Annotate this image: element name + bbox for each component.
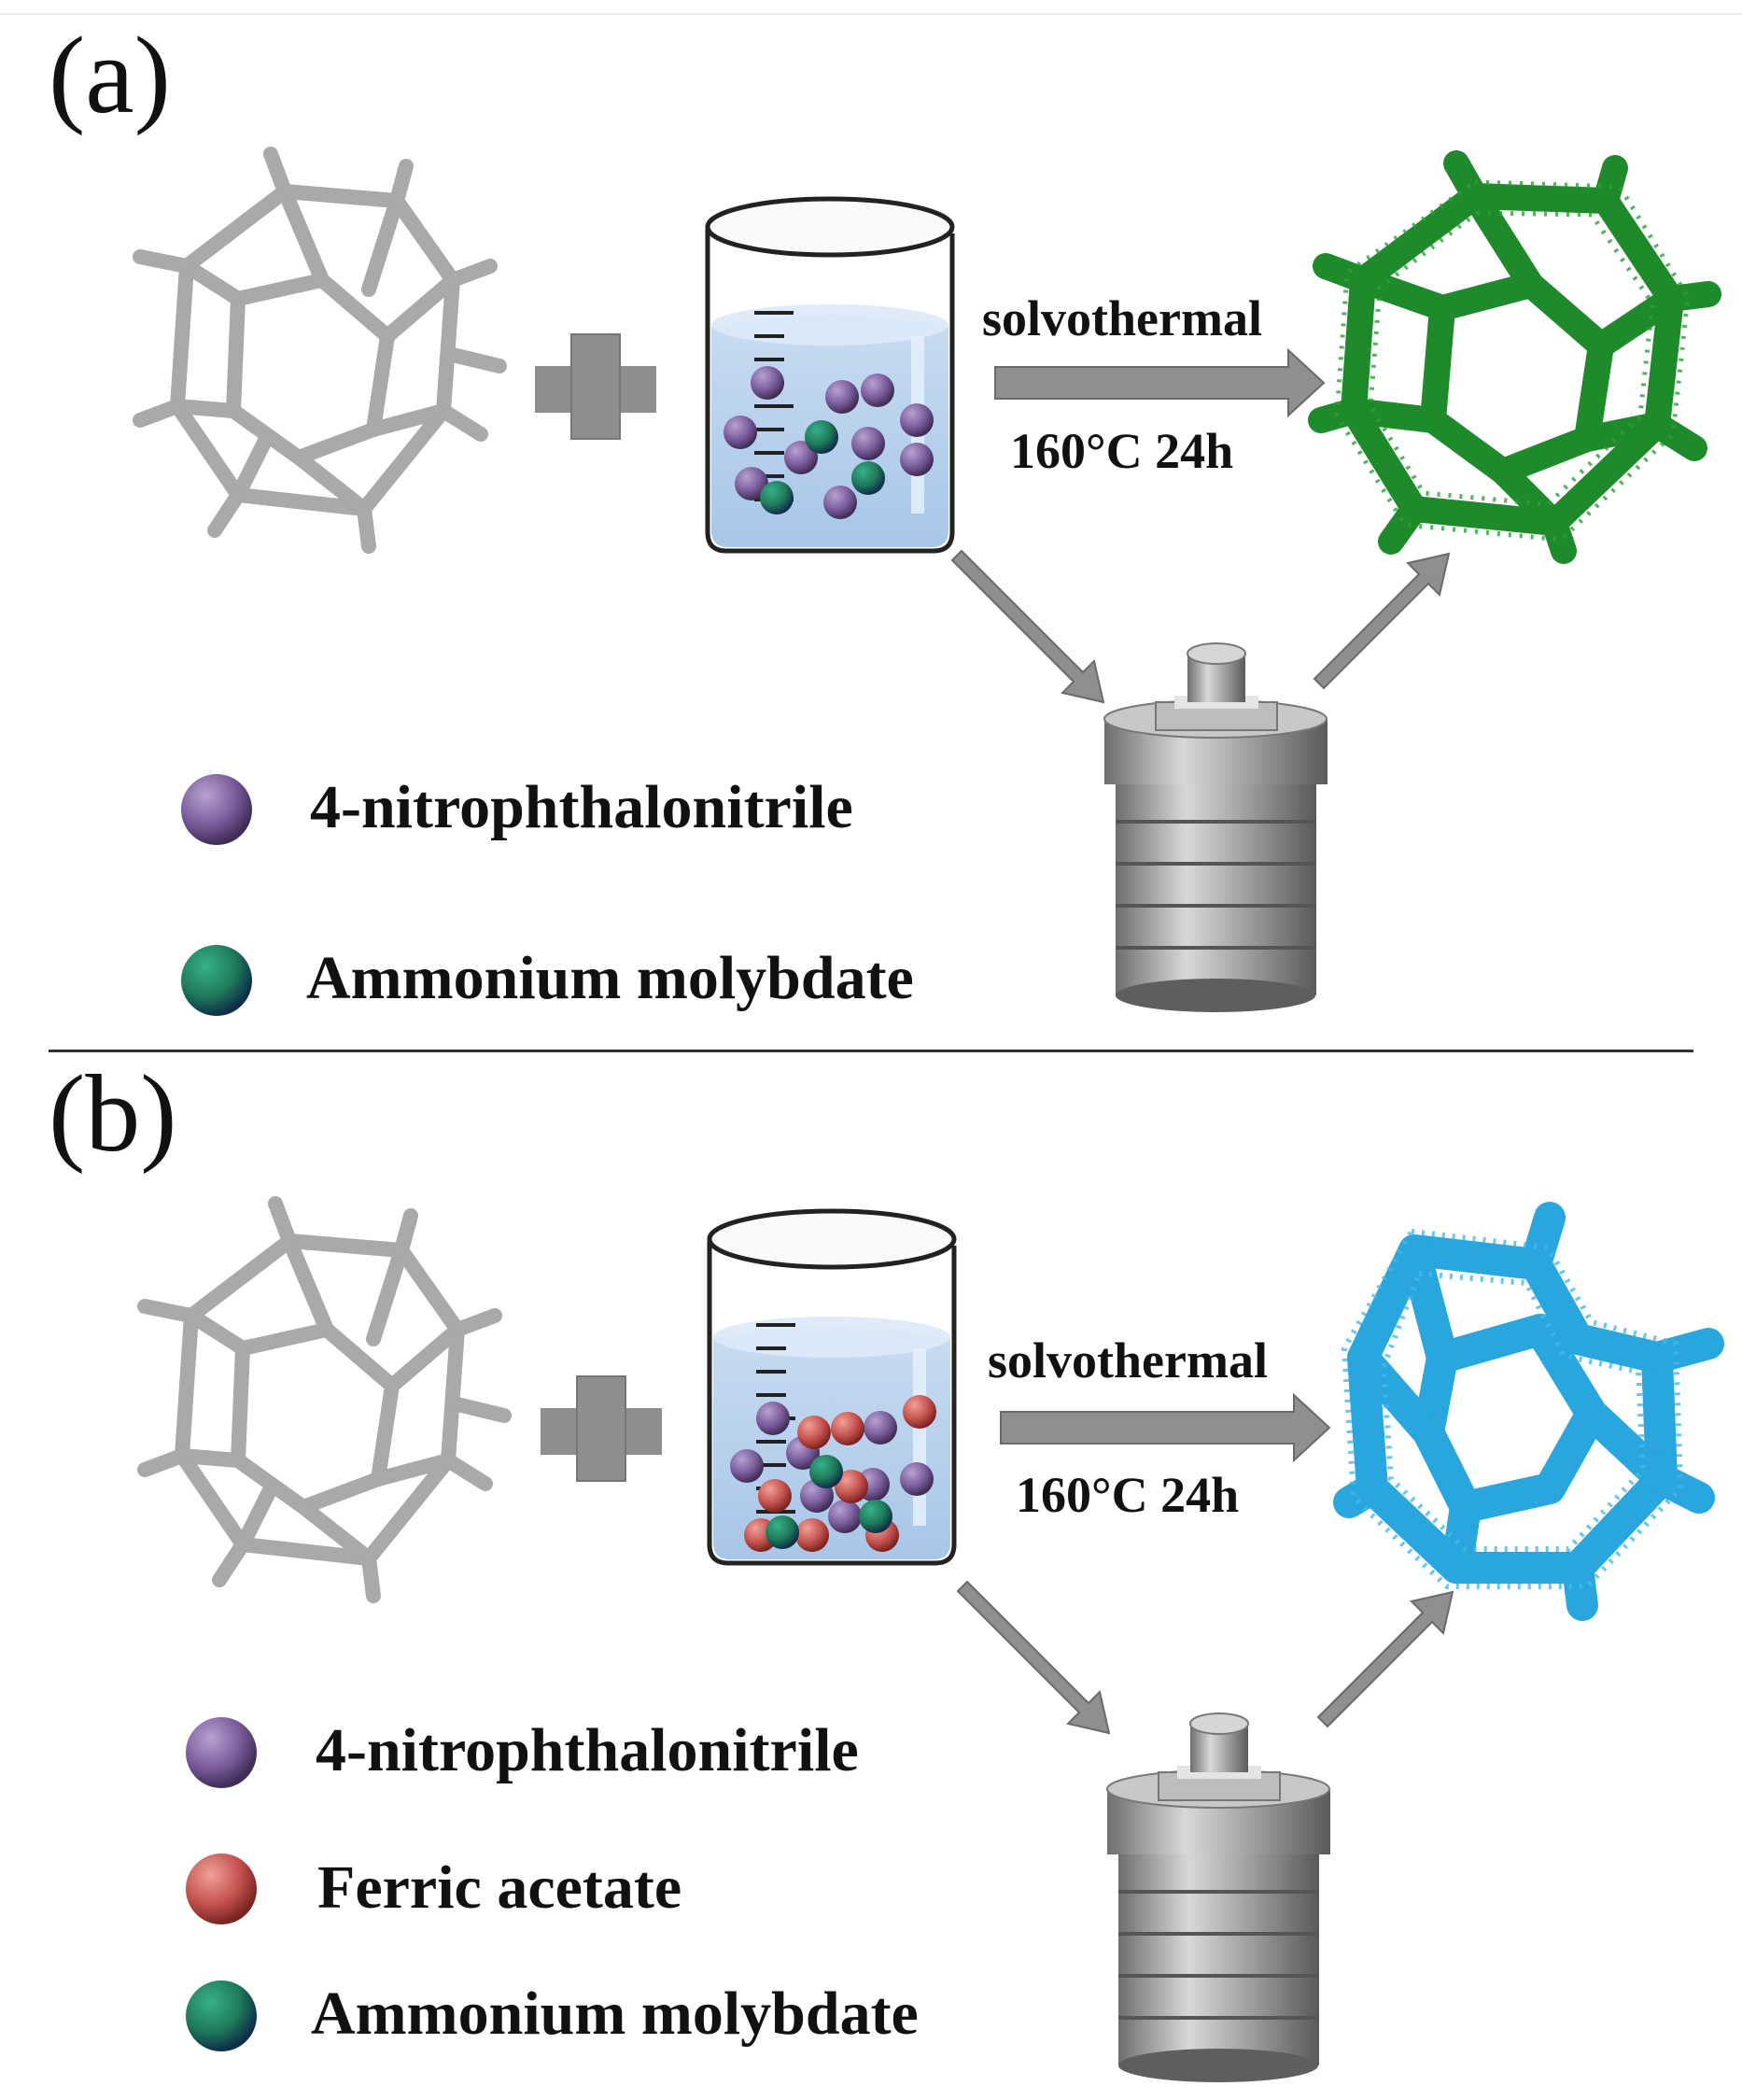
sphere-teal [851,461,885,495]
beaker-a-spheres [723,366,934,519]
panel-a-label: (a) [49,14,171,136]
legend-sphere-purple [186,1717,257,1788]
up-diagonal-arrow-icon [1313,552,1451,690]
sphere-purple [851,427,885,460]
condition-label: 160°C 24h [1010,423,1234,479]
sphere-purple [823,486,857,519]
sphere-red [835,1470,868,1503]
down-diagonal-arrow-icon [950,549,1105,704]
sphere-purple [756,1402,790,1435]
sphere-red [831,1412,864,1445]
plus-icon [535,333,656,440]
down-diagonal-arrow-icon [956,1580,1111,1735]
legend-label-4-nitrophthalonitrile: 4-nitrophthalonitrile [310,773,853,841]
sphere-red [797,1416,831,1449]
sphere-purple [735,467,768,500]
sphere-teal [809,1455,843,1488]
legend-sphere-purple [181,774,252,845]
top-border-line [0,13,1742,15]
process-label: solvothermal [988,1332,1268,1388]
sphere-purple [825,380,859,414]
sphere-red [758,1479,792,1513]
panel-a-graphics [133,147,1721,1016]
sphere-purple [864,1411,897,1445]
sphere-teal [760,481,794,514]
product-cage-b-icon [1333,1202,1724,1621]
sphere-purple [828,1500,862,1533]
cage-template-icon [133,147,507,554]
sphere-teal [805,420,838,454]
panel-b-graphics [137,1196,1724,2082]
autoclave-icon [1106,1712,1330,2082]
sphere-red [903,1395,936,1429]
product-cage-a-icon [1308,150,1721,564]
sphere-purple [900,1462,934,1496]
legend-label-4-nitrophthalonitrile: 4-nitrophthalonitrile [316,1716,859,1784]
autoclave-icon [1103,642,1328,1012]
panel-divider [49,1050,1693,1052]
solvothermal-arrow-icon [1000,1392,1331,1463]
panel-b: (b) solvothermal 160°C 24h 4-nitrophthal… [0,1050,1742,2099]
process-label: solvothermal [982,290,1262,346]
solvothermal-arrow-icon [994,347,1326,418]
up-diagonal-arrow-icon [1316,1590,1454,1728]
sphere-purple [784,441,818,474]
sphere-teal [766,1515,799,1549]
panel-a: (a) solvothermal 160°C 24h 4-nitrophthal… [49,14,1721,1016]
sphere-purple [751,366,784,400]
sphere-purple [900,443,934,476]
legend-label-ammonium-molybdate: Ammonium molybdate [311,1980,919,2048]
sphere-red [795,1518,829,1552]
sphere-teal [859,1500,892,1533]
sphere-purple [861,373,894,407]
sphere-purple [900,403,934,437]
legend-label-ammonium-molybdate: Ammonium molybdate [306,944,914,1012]
legend-sphere-teal [186,1980,257,2051]
beaker-b-spheres [730,1395,936,1552]
panel-b-label: (b) [49,1052,177,1175]
condition-label: 160°C 24h [1016,1467,1240,1523]
plus-icon [541,1375,662,1482]
sphere-purple [730,1449,764,1483]
legend-label-ferric-acetate: Ferric acetate [317,1853,682,1922]
cage-template-icon [137,1196,512,1603]
legend-sphere-teal [181,945,252,1016]
sphere-purple [723,416,757,449]
legend-sphere-red [186,1853,257,1924]
